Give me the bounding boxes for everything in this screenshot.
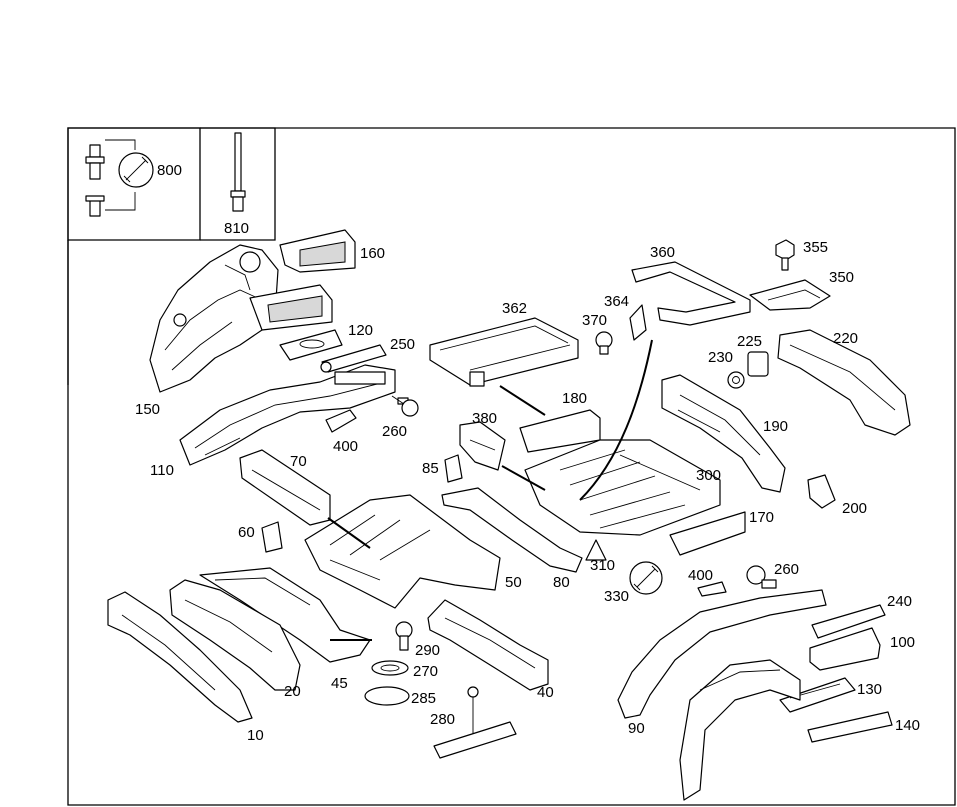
label-70: 70: [290, 453, 307, 470]
arrow-362-to-180: [499, 385, 546, 416]
label-810: 810: [224, 220, 249, 237]
label-150: 150: [135, 401, 160, 418]
label-400-lower: 400: [688, 567, 713, 584]
label-400-upper: 400: [333, 438, 358, 455]
part-330-wrench-icon[interactable]: [629, 561, 663, 595]
part-230-nut[interactable]: [727, 371, 745, 389]
part-170-panel[interactable]: [669, 511, 746, 556]
label-355: 355: [803, 239, 828, 256]
part-355-bolt[interactable]: [775, 239, 795, 271]
part-20-crossmember[interactable]: [169, 579, 301, 691]
label-85: 85: [422, 460, 439, 477]
label-180: 180: [562, 390, 587, 407]
label-330: 330: [604, 588, 629, 605]
part-10-panel[interactable]: [107, 591, 253, 723]
arrow-380-to-300: [501, 465, 546, 491]
part-350-bracket[interactable]: [749, 279, 831, 311]
label-40: 40: [537, 684, 554, 701]
label-140: 140: [895, 717, 920, 734]
label-240: 240: [887, 593, 912, 610]
part-110-side-rail[interactable]: [179, 364, 396, 466]
label-60: 60: [238, 524, 255, 541]
part-260-bolt-lower[interactable]: [746, 565, 777, 589]
label-380: 380: [472, 410, 497, 427]
part-260-bolt-upper[interactable]: [391, 395, 419, 417]
part-140-panel[interactable]: [807, 711, 893, 743]
part-810-bolt[interactable]: [230, 132, 246, 212]
part-160-bracket[interactable]: [249, 229, 356, 331]
label-130: 130: [857, 681, 882, 698]
arrow-70-to-50: [327, 517, 371, 549]
label-260-upper: 260: [382, 423, 407, 440]
label-250: 250: [390, 336, 415, 353]
label-285: 285: [411, 690, 436, 707]
part-310-grommet[interactable]: [585, 539, 607, 561]
label-200: 200: [842, 500, 867, 517]
label-800: 800: [157, 162, 182, 179]
part-370-screw[interactable]: [595, 331, 613, 355]
label-160: 160: [360, 245, 385, 262]
label-120: 120: [348, 322, 373, 339]
part-360-strap[interactable]: [631, 261, 751, 326]
part-180-panel[interactable]: [519, 409, 601, 453]
part-362-tray[interactable]: [429, 317, 579, 387]
label-50: 50: [505, 574, 522, 591]
part-225-cap[interactable]: [747, 351, 769, 377]
label-260-lower: 260: [774, 561, 799, 578]
inset-box-810: [200, 127, 276, 241]
label-100: 100: [890, 634, 915, 651]
label-110: 110: [150, 462, 174, 479]
part-280-rod[interactable]: [433, 686, 517, 759]
part-80-crossmember[interactable]: [441, 487, 583, 573]
part-190-side-member[interactable]: [661, 374, 786, 493]
label-10: 10: [247, 727, 264, 744]
label-280: 280: [430, 711, 455, 728]
label-190: 190: [763, 418, 788, 435]
part-380-bracket[interactable]: [459, 421, 506, 471]
part-150-wheelhouse[interactable]: [149, 244, 279, 393]
part-250-bar[interactable]: [320, 344, 387, 373]
label-225: 225: [737, 333, 762, 350]
label-362: 362: [502, 300, 527, 317]
label-360: 360: [650, 244, 675, 261]
part-90-wheelhouse[interactable]: [617, 589, 827, 801]
label-230: 230: [708, 349, 733, 366]
label-170: 170: [749, 509, 774, 526]
label-370: 370: [582, 312, 607, 329]
part-120-plate[interactable]: [279, 329, 343, 361]
label-290: 290: [415, 642, 440, 659]
label-90: 90: [628, 720, 645, 737]
part-200-bracket[interactable]: [807, 474, 836, 509]
part-300-floor-pan[interactable]: [524, 439, 721, 536]
label-300: 300: [696, 467, 721, 484]
label-220: 220: [833, 330, 858, 347]
label-45: 45: [331, 675, 348, 692]
diagram-frame: [67, 127, 956, 806]
part-70-rail[interactable]: [239, 449, 331, 526]
part-100-bracket[interactable]: [809, 627, 881, 671]
part-400-pad-upper[interactable]: [325, 409, 357, 433]
part-60-clip[interactable]: [261, 521, 283, 553]
arrow-360-to-300: [579, 339, 653, 501]
part-364-clip[interactable]: [629, 304, 647, 341]
label-270: 270: [413, 663, 438, 680]
part-50-floor-panel[interactable]: [304, 494, 501, 609]
part-220-bumper-beam[interactable]: [777, 329, 911, 436]
label-350: 350: [829, 269, 854, 286]
part-290-bolt[interactable]: [395, 621, 413, 651]
part-40-support[interactable]: [427, 599, 549, 691]
part-85-clip[interactable]: [444, 454, 463, 483]
label-80: 80: [553, 574, 570, 591]
part-800-screws[interactable]: [85, 139, 154, 217]
part-285-pad[interactable]: [364, 686, 410, 706]
part-400-pad-lower[interactable]: [697, 581, 727, 597]
part-240-rail[interactable]: [811, 604, 886, 639]
label-310: 310: [590, 557, 615, 574]
label-20: 20: [284, 683, 301, 700]
part-270-ring[interactable]: [371, 660, 409, 676]
label-364: 364: [604, 293, 629, 310]
